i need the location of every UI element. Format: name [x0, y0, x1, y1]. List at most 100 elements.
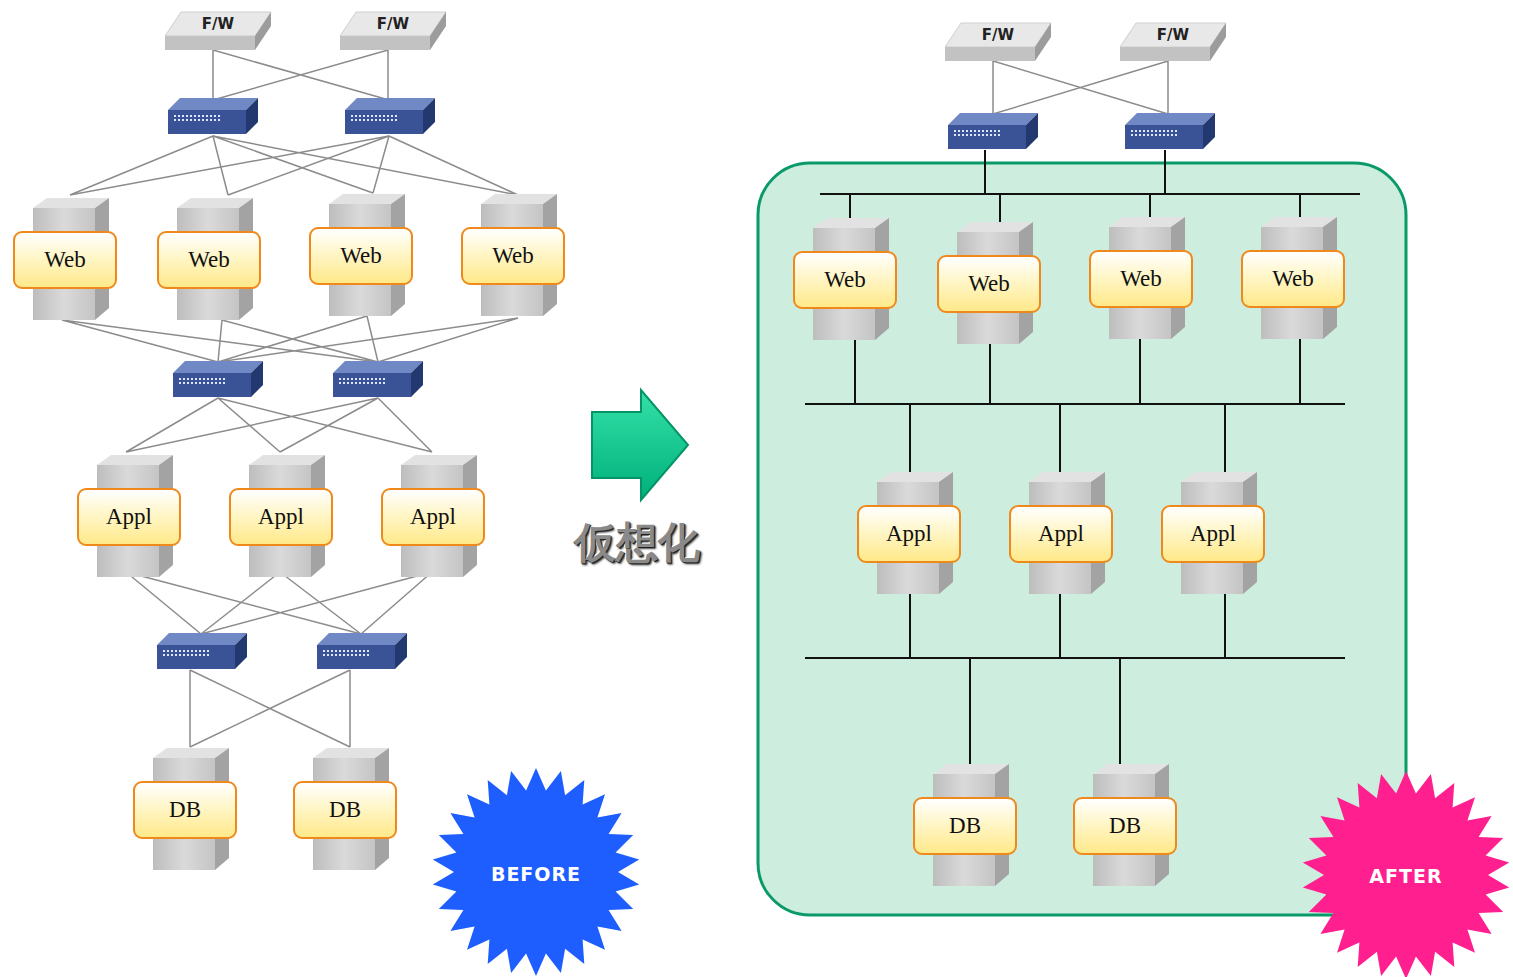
switch-side: [235, 633, 247, 669]
switch-port: [178, 115, 180, 117]
switch-port: [363, 378, 365, 380]
switch-port: [367, 650, 369, 652]
switch-port: [335, 654, 337, 656]
server-label: Web: [793, 251, 897, 309]
switch-port: [203, 654, 205, 656]
switch-port: [1131, 134, 1133, 136]
bus-connector: [910, 563, 970, 797]
virtualization-region: [758, 163, 1406, 915]
switch-port: [203, 378, 205, 380]
switch-icon: [345, 98, 435, 134]
switch-port: [171, 654, 173, 656]
node-text: DB: [949, 813, 981, 839]
switch-port: [1139, 134, 1141, 136]
switch-port: [355, 119, 357, 121]
switch-port: [167, 650, 169, 652]
server-label: DB: [913, 797, 1017, 855]
switch-port: [387, 115, 389, 117]
firewall-box: [165, 12, 271, 50]
switch-port: [183, 382, 185, 384]
switch-port: [195, 650, 197, 652]
switch-port: [183, 654, 185, 656]
switch-port: [966, 134, 968, 136]
server-label: Web: [309, 227, 413, 285]
switch-port: [182, 119, 184, 121]
switch-port: [395, 115, 397, 117]
switch-icon: [948, 113, 1038, 149]
switch-icon: [333, 361, 423, 397]
switch-port: [215, 382, 217, 384]
switch-port: [363, 382, 365, 384]
switch-port: [375, 382, 377, 384]
node-text: Appl: [410, 504, 456, 530]
switch-port: [351, 115, 353, 117]
switch-port: [355, 378, 357, 380]
switch-icon: [173, 361, 263, 397]
tower-front: [97, 465, 159, 577]
switch-port: [359, 115, 361, 117]
switch-port: [327, 650, 329, 652]
switch-port: [210, 119, 212, 121]
firewall-front: [945, 47, 1035, 61]
firewall-front: [1120, 47, 1210, 61]
switch-port: [214, 119, 216, 121]
switch-port: [179, 382, 181, 384]
switch-port: [978, 134, 980, 136]
switch-top: [168, 98, 258, 110]
switch-port: [178, 119, 180, 121]
switch-port: [174, 119, 176, 121]
switch-port: [383, 378, 385, 380]
switch-port: [958, 134, 960, 136]
switch-port: [391, 119, 393, 121]
firewall-box: [340, 12, 446, 50]
switch-port: [347, 650, 349, 652]
switch-port: [363, 650, 365, 652]
switch-icon: [157, 633, 247, 669]
server-label: Web: [1089, 250, 1193, 308]
switch-top: [157, 633, 247, 645]
firewall-label: F/W: [960, 24, 1036, 46]
switch-port: [994, 130, 996, 132]
node-text: Web: [188, 247, 230, 273]
switch-port: [343, 382, 345, 384]
tower-front: [401, 465, 463, 577]
switch-port: [391, 115, 393, 117]
switch-port: [351, 650, 353, 652]
switch-port: [355, 654, 357, 656]
switch-port: [195, 378, 197, 380]
switch-port: [387, 119, 389, 121]
server-label: Appl: [1009, 505, 1113, 563]
switch-port: [1175, 130, 1177, 132]
switch-port: [218, 115, 220, 117]
switch-port: [215, 378, 217, 380]
tower-front: [877, 482, 939, 594]
switch-port: [191, 382, 193, 384]
bus-connector: [1060, 563, 1120, 797]
switch-icon: [1125, 113, 1215, 149]
switch-port: [359, 382, 361, 384]
before-badge: BEFORE: [491, 863, 581, 885]
switch-port: [179, 378, 181, 380]
switch-port: [379, 115, 381, 117]
after-badge: AFTER: [1369, 865, 1442, 887]
firewall-top: [340, 12, 446, 36]
firewall-side: [1035, 23, 1051, 61]
switch-port: [191, 650, 193, 652]
switch-port: [1163, 130, 1165, 132]
switch-port: [339, 378, 341, 380]
switch-port: [347, 382, 349, 384]
bus-connector: [910, 563, 1120, 797]
switch-port: [962, 134, 964, 136]
switch-port: [190, 115, 192, 117]
switch-port: [383, 382, 385, 384]
server-label: Appl: [1161, 505, 1265, 563]
switch-port: [982, 134, 984, 136]
firewall-side: [255, 12, 271, 50]
switch-port: [367, 654, 369, 656]
switch-side: [411, 361, 423, 397]
switch-front: [1125, 125, 1203, 149]
switch-port: [163, 650, 165, 652]
switch-top: [173, 361, 263, 373]
switch-port: [206, 119, 208, 121]
firewall-box: [945, 23, 1051, 61]
